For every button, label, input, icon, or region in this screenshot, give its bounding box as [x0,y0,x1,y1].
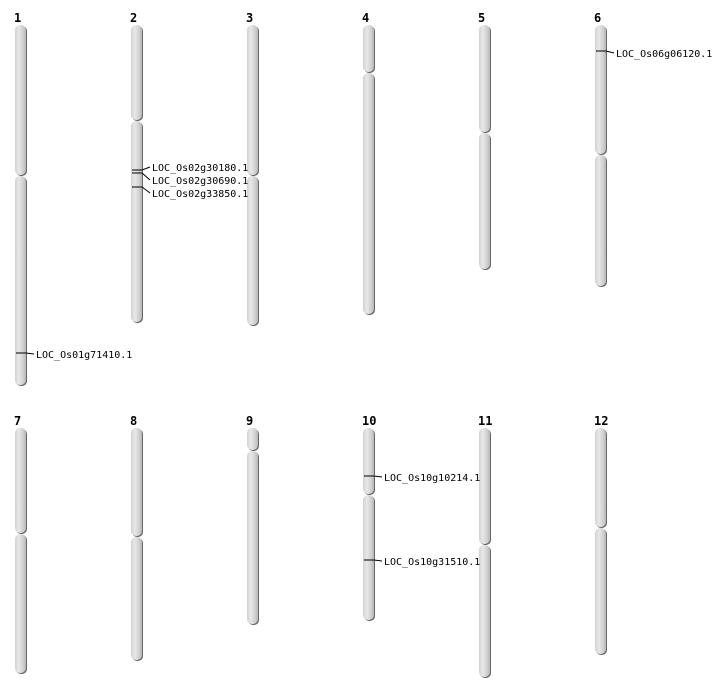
chromosome-short-arm [479,25,490,132]
chromosome-short-arm [131,25,142,120]
chromosome-label: 12 [594,414,608,428]
gene-marker-connector [373,559,383,562]
chromosome-label: 1 [14,11,21,25]
chromosome-label: 6 [594,11,601,25]
chromosome-short-arm [595,428,606,527]
chromosome-long-arm [479,545,490,677]
chromosome-short-arm [15,25,26,175]
chromosome-long-arm [479,133,490,269]
chromosome-long-arm [595,155,606,286]
gene-marker-connector [605,50,615,54]
chromosome-long-arm [15,176,26,385]
chromosome-label: 5 [478,11,485,25]
chromosome-short-arm [595,25,606,154]
gene-label: LOC_Os02g30690.1 [152,176,248,187]
gene-label: LOC_Os02g30180.1 [152,163,248,174]
chromosome-label: 3 [246,11,253,25]
chromosome-short-arm [363,25,374,72]
chromosome-long-arm [247,451,258,624]
chromosome-long-arm [363,495,374,620]
chromosome-short-arm [247,428,258,450]
chromosome-label: 11 [478,414,492,428]
chromosome-short-arm [15,428,26,533]
chromosome-long-arm [15,534,26,673]
chromosome-short-arm [363,428,374,494]
chromosome-short-arm [131,428,142,536]
chromosome-short-arm [479,428,490,544]
chromosome-label: 7 [14,414,21,428]
chromosome-label: 10 [362,414,376,428]
gene-marker-connector [141,186,151,194]
chromosome-label: 4 [362,11,369,25]
chromosome-long-arm [595,528,606,654]
chromosome-long-arm [131,537,142,660]
chromosome-label: 9 [246,414,253,428]
chromosome-label: 2 [130,11,137,25]
gene-label: LOC_Os02g33850.1 [152,189,248,200]
chromosome-long-arm [247,176,258,325]
gene-label: LOC_Os06g06120.1 [616,49,712,60]
gene-marker-connector [373,475,383,478]
chromosome-long-arm [363,73,374,314]
chromosome-label: 8 [130,414,137,428]
gene-label: LOC_Os10g10214.1 [384,473,480,484]
gene-marker-connector [141,166,151,171]
gene-label: LOC_Os01g71410.1 [36,350,132,361]
chromosome-short-arm [247,25,258,175]
gene-marker-connector [25,352,35,355]
gene-marker-connector [141,172,151,181]
chromosome-long-arm [131,121,142,322]
gene-label: LOC_Os10g31510.1 [384,557,480,568]
